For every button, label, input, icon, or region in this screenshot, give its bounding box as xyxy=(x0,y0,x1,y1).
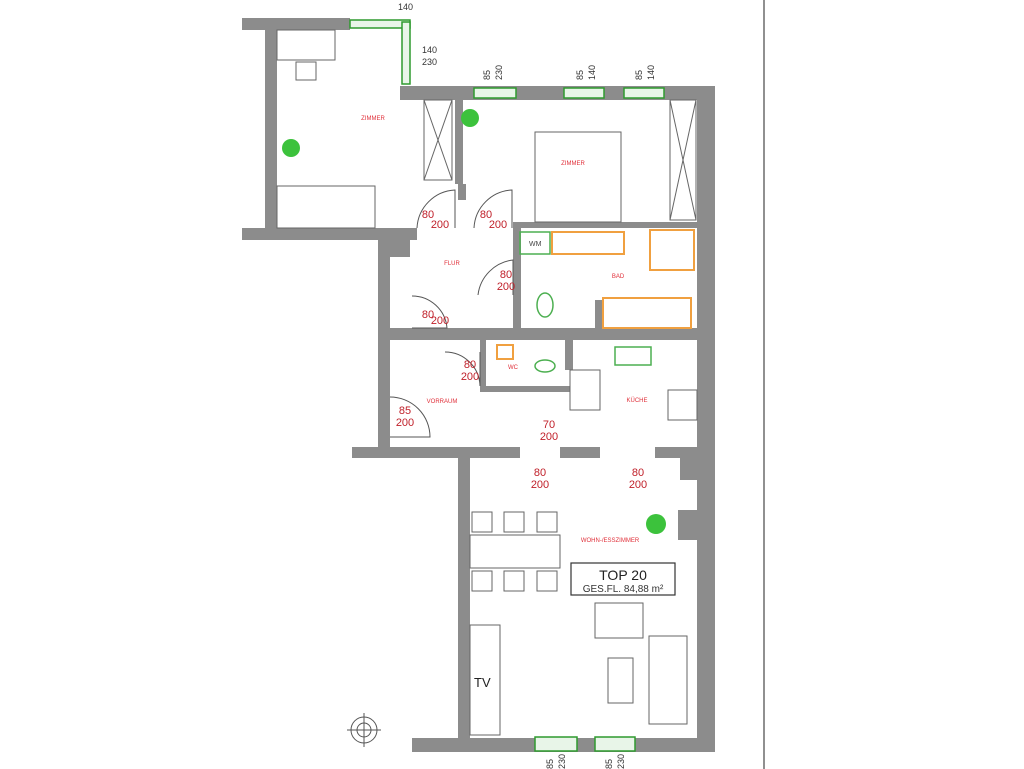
furniture xyxy=(276,29,698,736)
plant-icon xyxy=(282,139,300,157)
window xyxy=(623,87,665,99)
tv-label: TV xyxy=(474,675,491,690)
room-label: BAD xyxy=(612,274,625,280)
window-dimensions: 140 140 230 85 230 85 140 85 140 85 230 … xyxy=(398,2,656,769)
washing-machine xyxy=(519,231,551,255)
svg-text:230: 230 xyxy=(494,65,504,80)
room-label: WC xyxy=(508,365,519,371)
svg-text:80: 80 xyxy=(632,467,644,479)
room-label: ZIMMER xyxy=(561,161,585,167)
walls xyxy=(242,18,715,752)
unit-label-box: TOP 20 GES.FL. 84,88 m² xyxy=(570,562,676,596)
svg-text:140: 140 xyxy=(646,65,656,80)
svg-text:200: 200 xyxy=(461,371,479,383)
svg-text:200: 200 xyxy=(629,479,647,491)
wc-sink xyxy=(496,344,514,360)
wardrobe xyxy=(423,99,453,181)
window xyxy=(401,21,411,85)
window-height: 230 xyxy=(422,57,437,67)
wardrobe xyxy=(669,99,697,221)
double-bed xyxy=(534,131,622,223)
room-label: FLUR xyxy=(444,261,460,267)
shower xyxy=(649,229,695,271)
window xyxy=(349,19,411,29)
room-label: KÜCHE xyxy=(626,397,647,404)
svg-text:200: 200 xyxy=(540,431,558,443)
sanitary: WM xyxy=(496,229,695,373)
windows xyxy=(349,19,665,752)
window xyxy=(473,87,517,99)
wc-toilet xyxy=(534,359,556,373)
window xyxy=(563,87,605,99)
bathtub xyxy=(602,297,692,329)
svg-text:80: 80 xyxy=(464,359,476,371)
room-label: ZIMMER xyxy=(361,116,385,122)
sofa xyxy=(648,635,688,725)
svg-text:80: 80 xyxy=(422,209,434,221)
kitchen-sink xyxy=(614,346,652,366)
toilet xyxy=(536,292,554,318)
monitor xyxy=(295,61,317,81)
stove xyxy=(569,369,601,411)
bed xyxy=(276,185,376,229)
total-area: GES.FL. 84,88 m² xyxy=(583,584,664,595)
svg-text:200: 200 xyxy=(431,315,449,327)
tv-unit xyxy=(469,624,501,736)
window-width: 140 xyxy=(398,2,413,12)
svg-text:85: 85 xyxy=(575,70,585,80)
svg-text:85: 85 xyxy=(634,70,644,80)
hob xyxy=(667,389,698,421)
svg-text:70: 70 xyxy=(543,419,555,431)
plant-icon xyxy=(461,109,479,127)
svg-text:200: 200 xyxy=(497,281,515,293)
svg-text:85: 85 xyxy=(482,70,492,80)
window xyxy=(594,736,636,752)
desk xyxy=(276,29,336,61)
svg-text:200: 200 xyxy=(431,219,449,231)
svg-text:80: 80 xyxy=(422,309,434,321)
plant-icon xyxy=(646,514,666,534)
double-sink xyxy=(551,231,625,255)
plants xyxy=(282,109,666,534)
armchair xyxy=(594,602,644,639)
svg-text:85: 85 xyxy=(545,759,555,769)
svg-text:200: 200 xyxy=(489,219,507,231)
svg-text:230: 230 xyxy=(557,754,567,769)
coffee-table xyxy=(607,657,634,704)
svg-text:200: 200 xyxy=(396,417,414,429)
svg-text:200: 200 xyxy=(531,479,549,491)
svg-text:230: 230 xyxy=(616,754,626,769)
unit-number: TOP 20 xyxy=(599,567,647,583)
svg-text:80: 80 xyxy=(500,269,512,281)
svg-text:80: 80 xyxy=(480,209,492,221)
compass-icon xyxy=(347,713,381,747)
wm-label: WM xyxy=(529,241,542,248)
svg-text:85: 85 xyxy=(604,759,614,769)
room-label: WOHN-/ESSZIMMER xyxy=(581,538,640,544)
svg-text:80: 80 xyxy=(534,467,546,479)
window xyxy=(534,736,578,752)
room-label: VORRAUM xyxy=(427,399,458,405)
svg-text:140: 140 xyxy=(587,65,597,80)
room-labels: ZIMMER ZIMMER FLUR BAD WC KÜCHE VORRAUM … xyxy=(361,116,647,544)
svg-text:85: 85 xyxy=(399,405,411,417)
window-width: 140 xyxy=(422,45,437,55)
dining-table xyxy=(469,534,561,569)
